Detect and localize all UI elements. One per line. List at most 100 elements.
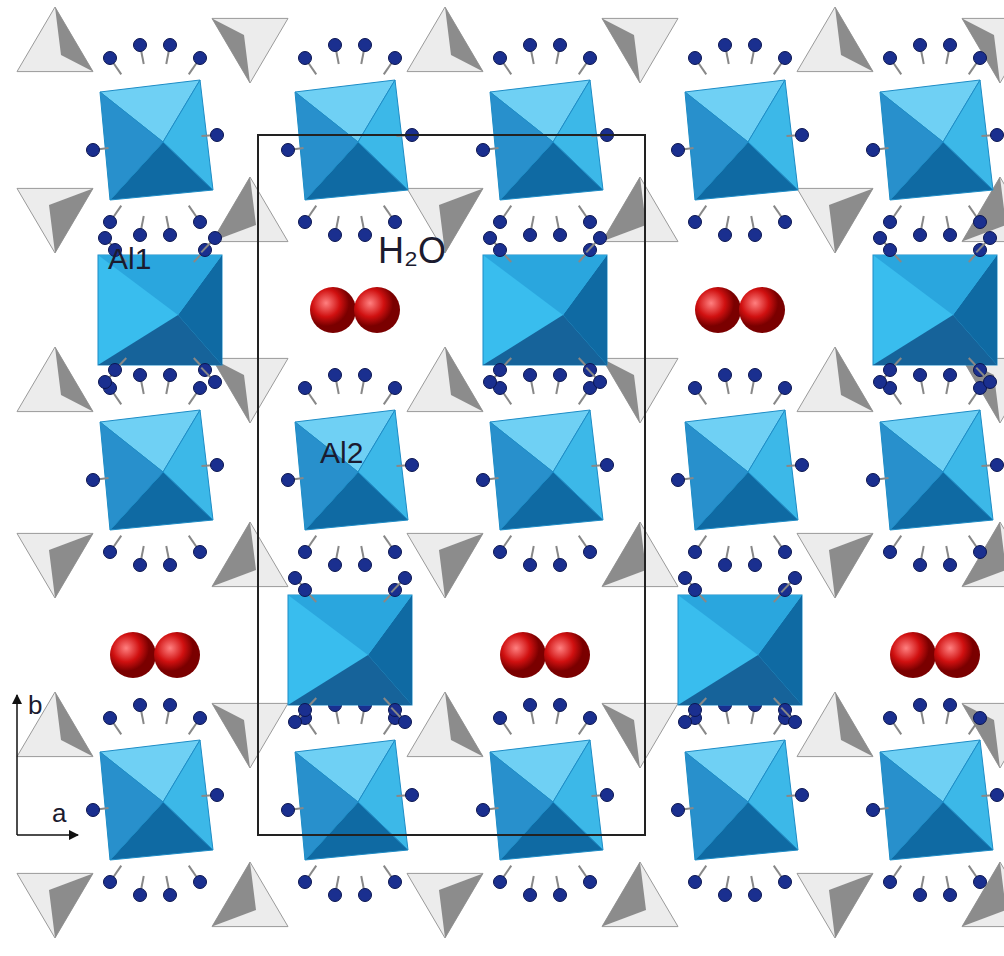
ligand-atom xyxy=(944,559,957,572)
ligand-atom xyxy=(484,232,497,245)
tetrahedron xyxy=(962,522,1004,587)
ligand-atom xyxy=(884,546,897,559)
tetrahedron xyxy=(17,873,93,938)
tetrahedron-shade xyxy=(49,188,93,253)
ligand-atom xyxy=(477,144,490,157)
tetrahedron-shade xyxy=(49,533,93,598)
ligand-atom xyxy=(211,459,224,472)
ligand-atom xyxy=(974,712,987,725)
ligand-atom xyxy=(584,244,597,257)
ligand-atom xyxy=(944,229,957,242)
water xyxy=(110,287,980,678)
tetrahedron xyxy=(212,358,288,423)
octahedron-face xyxy=(873,315,997,365)
tetrahedron xyxy=(797,692,873,757)
tetrahedron-shade xyxy=(445,347,483,412)
ligand-atom xyxy=(779,704,792,717)
water-sphere xyxy=(110,632,156,678)
ligand-atom xyxy=(884,244,897,257)
ligand-atom xyxy=(329,559,342,572)
ligand-atom xyxy=(164,559,177,572)
axis-a xyxy=(17,834,78,836)
ligand-atom xyxy=(779,52,792,65)
water-sphere xyxy=(544,632,590,678)
ligand-atom xyxy=(689,546,702,559)
ligand-atom xyxy=(282,804,295,817)
ligand-atom xyxy=(389,584,402,597)
ligand-atom xyxy=(884,876,897,889)
ligand-atom xyxy=(719,889,732,902)
tetrahedron-shade xyxy=(829,188,873,253)
site-label: Al1 xyxy=(108,244,151,274)
tetrahedron xyxy=(602,703,678,768)
ligand-atom xyxy=(779,876,792,889)
ligand-atom xyxy=(789,716,802,729)
tetrahedron xyxy=(797,7,873,72)
ligand-atom xyxy=(211,789,224,802)
ligand-atom xyxy=(719,559,732,572)
tetrahedron-shade xyxy=(602,177,646,242)
tetrahedron xyxy=(17,533,93,598)
tetrahedron xyxy=(212,18,288,83)
ligand-atom xyxy=(389,382,402,395)
ligand-atom xyxy=(867,804,880,817)
ligand-atom xyxy=(689,704,702,717)
octahedron-face xyxy=(678,655,802,705)
water-sphere xyxy=(154,632,200,678)
octahedron-face xyxy=(880,422,943,530)
ligand-atom xyxy=(299,546,312,559)
tetrahedron-shade xyxy=(212,522,256,587)
water-sphere xyxy=(695,287,741,333)
tetrahedron xyxy=(407,7,483,72)
ligand-atom xyxy=(867,144,880,157)
tetrahedron xyxy=(212,862,288,927)
ligand-atom xyxy=(884,364,897,377)
ligand-atom xyxy=(884,712,897,725)
tetrahedron-shade xyxy=(439,533,483,598)
ligand-atom xyxy=(299,216,312,229)
ligand-atom xyxy=(524,889,537,902)
octahedron-face xyxy=(483,255,607,315)
ligand-atom xyxy=(867,474,880,487)
ligand-atom xyxy=(87,144,100,157)
ligand-atom xyxy=(194,216,207,229)
tetrahedron-shade xyxy=(55,692,93,757)
ligand-atom xyxy=(679,716,692,729)
ligand-atom xyxy=(329,369,342,382)
tetrahedron xyxy=(797,533,873,598)
ligand-atom xyxy=(164,229,177,242)
ligand-atom xyxy=(359,369,372,382)
ligand-atom xyxy=(984,376,997,389)
octahedron-face xyxy=(100,92,163,200)
ligand-atom xyxy=(164,699,177,712)
ligand-atom xyxy=(672,144,685,157)
ligand-atom xyxy=(494,244,507,257)
ligand-atom xyxy=(194,712,207,725)
ligand-atom xyxy=(524,39,537,52)
tetrahedron xyxy=(212,522,288,587)
tetrahedron-shade xyxy=(212,703,250,768)
ligand-atom xyxy=(389,546,402,559)
tetrahedron-shade xyxy=(835,692,873,757)
tetrahedron xyxy=(602,522,678,587)
ligand-atom xyxy=(494,876,507,889)
ligand-atom xyxy=(194,382,207,395)
ligand-atom xyxy=(477,474,490,487)
tetrahedron xyxy=(407,873,483,938)
tetrahedron-shade xyxy=(602,18,640,83)
ligand-atom xyxy=(594,232,607,245)
ligand-atom xyxy=(299,876,312,889)
ligand-atom xyxy=(406,789,419,802)
tetrahedron xyxy=(212,703,288,768)
ligand-atom xyxy=(134,229,147,242)
axis-label: a xyxy=(52,800,66,826)
ligand-atom xyxy=(211,129,224,142)
octahedron-face xyxy=(288,655,412,705)
ligand-atom xyxy=(389,876,402,889)
ligand-atom xyxy=(914,229,927,242)
tetrahedron xyxy=(962,862,1004,927)
ligand-atom xyxy=(584,546,597,559)
tetrahedron xyxy=(407,347,483,412)
